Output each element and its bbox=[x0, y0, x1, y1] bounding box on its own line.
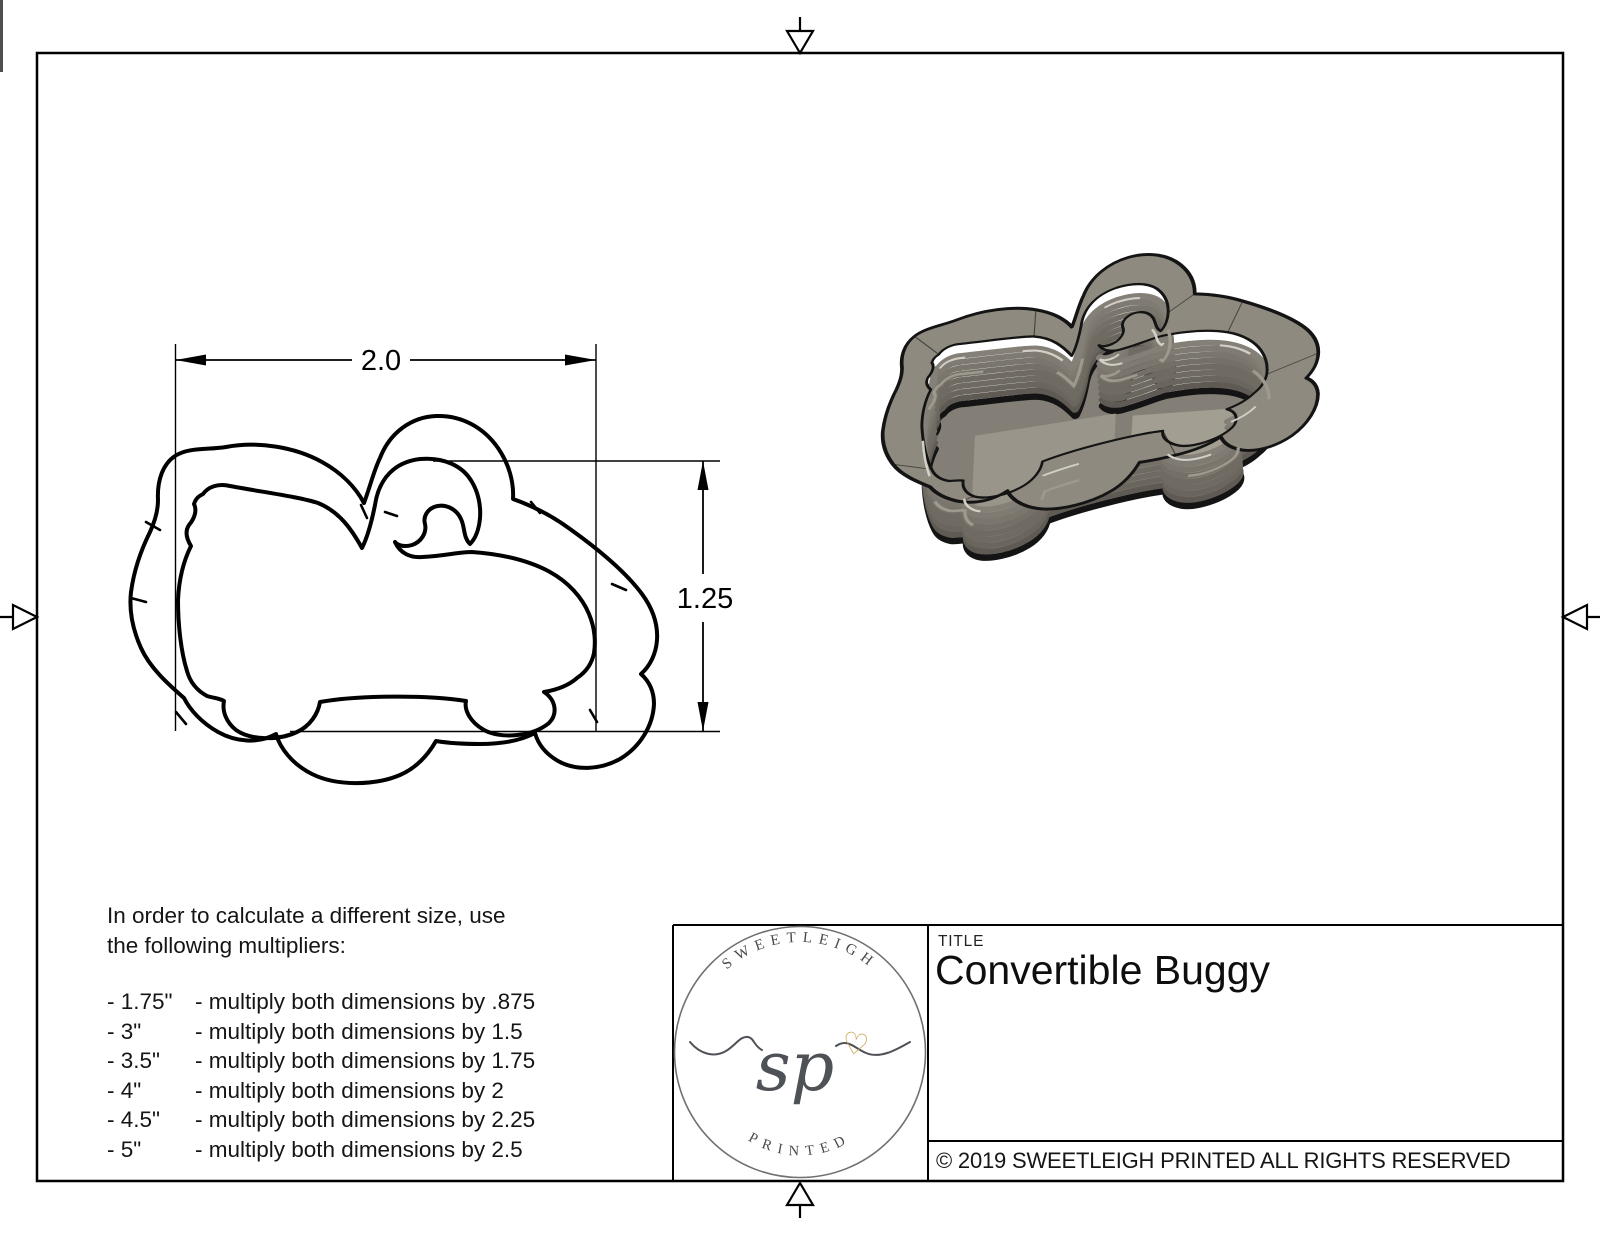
registration-marks bbox=[0, 17, 1600, 1218]
size-label: - 1.75" bbox=[107, 989, 173, 1014]
width-dimension-label: 2.0 bbox=[361, 345, 401, 377]
height-dimension-label: 1.25 bbox=[677, 583, 733, 615]
multiplier-row: - 4.5" - multiply both dimensions by 2.2… bbox=[107, 1105, 607, 1135]
multiplier-row: - 1.75" - multiply both dimensions by .8… bbox=[107, 987, 607, 1017]
tangent-tick-marks bbox=[129, 500, 628, 726]
logo-heart-icon: ♡ bbox=[839, 1025, 872, 1064]
size-label: - 4.5" bbox=[107, 1107, 161, 1132]
cutter-outer-outline bbox=[128, 413, 660, 786]
logo-ring bbox=[673, 925, 927, 1179]
sweetleigh-logo: SWEETLEIGH PRINTED sp ♡ bbox=[673, 925, 927, 1179]
page-title: Convertible Buggy bbox=[935, 947, 1271, 993]
cutter-inner-outline bbox=[176, 456, 597, 741]
dimension-arrows bbox=[175, 354, 709, 731]
title-block-label: TITLE bbox=[938, 933, 985, 950]
size-label: - 3" bbox=[107, 1018, 142, 1044]
edge-artifact bbox=[0, 0, 3, 72]
cutter-3d-render bbox=[880, 253, 1321, 561]
logo-monogram: sp bbox=[756, 1028, 834, 1107]
sizing-note: In order to calculate a different size, … bbox=[107, 901, 607, 1164]
logo-swash-icon bbox=[689, 1035, 911, 1056]
multiplier-row: - 5" - multiply both dimensions by 2.5 bbox=[107, 1135, 607, 1165]
multiplier-row: - 3" - multiply both dimensions by 1.5 bbox=[107, 1017, 607, 1047]
note-intro-line2: the following multipliers: bbox=[107, 932, 346, 958]
cutter-2d-drawing: 2.0 1.25 bbox=[128, 344, 733, 786]
copyright-text: © 2019 SWEETLEIGH PRINTED ALL RIGHTS RES… bbox=[936, 1148, 1511, 1173]
note-intro-line1: In order to calculate a different size, … bbox=[107, 903, 506, 928]
multiplier-rule: - multiply both dimensions by .875 bbox=[195, 989, 536, 1014]
bottom-center-mark-icon bbox=[785, 1180, 815, 1218]
size-label: - 3.5" bbox=[107, 1048, 161, 1073]
top-center-mark-icon bbox=[785, 17, 815, 56]
title-block-lines bbox=[672, 924, 1563, 1181]
multiplier-rule: - multiply both dimensions by 1.5 bbox=[195, 1018, 523, 1044]
size-label: - 5" bbox=[107, 1136, 142, 1162]
multiplier-rule: - multiply both dimensions by 2.5 bbox=[195, 1136, 523, 1162]
multiplier-rule: - multiply both dimensions by 2.25 bbox=[195, 1107, 536, 1132]
dimension-lines bbox=[174, 344, 720, 733]
multiplier-rule: - multiply both dimensions by 2 bbox=[195, 1077, 504, 1103]
multiplier-row: - 3.5" - multiply both dimensions by 1.7… bbox=[107, 1046, 607, 1076]
size-label: - 4" bbox=[107, 1077, 142, 1103]
multiplier-row: - 4" - multiply both dimensions by 2 bbox=[107, 1076, 607, 1106]
left-center-mark-icon bbox=[0, 603, 40, 631]
multiplier-rule: - multiply both dimensions by 1.75 bbox=[195, 1048, 536, 1073]
right-center-mark-icon bbox=[1560, 603, 1600, 631]
